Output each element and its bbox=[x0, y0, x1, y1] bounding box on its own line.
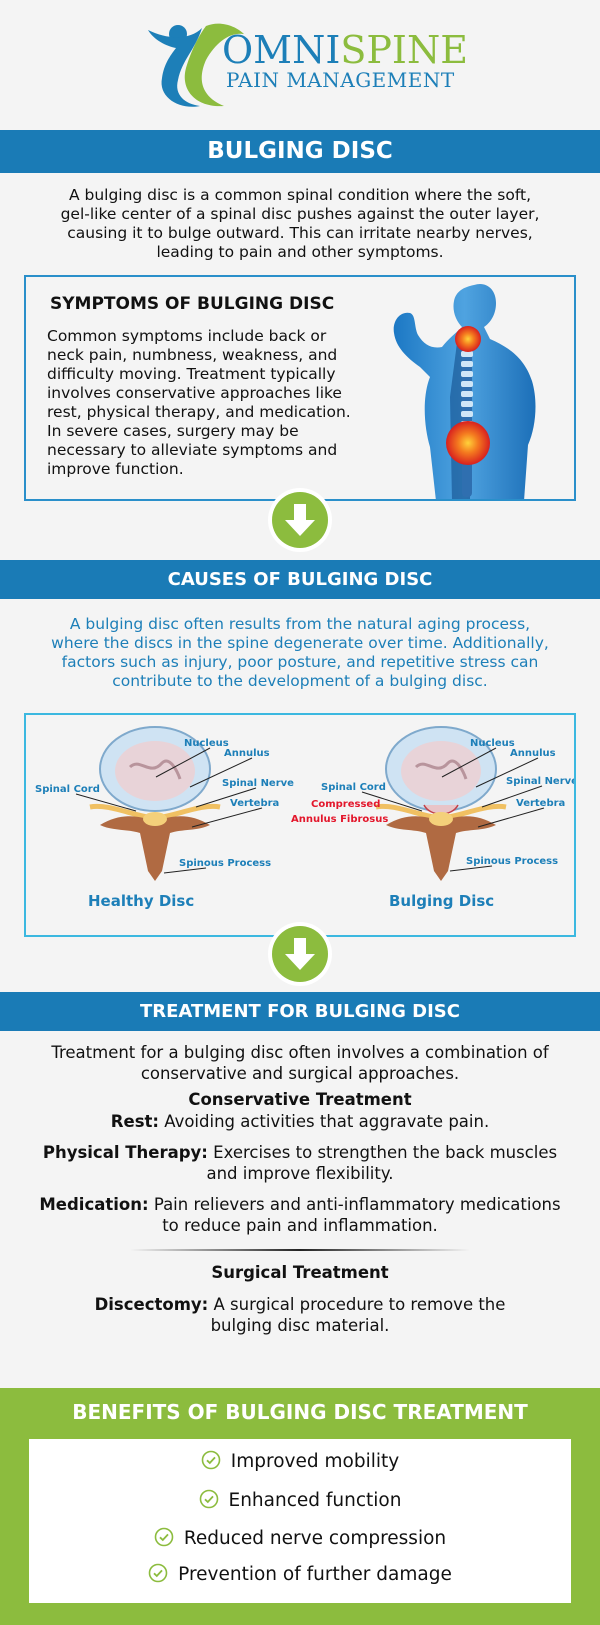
treatment-intro-line: Treatment for a bulging disc often invol… bbox=[51, 1043, 549, 1062]
benefit-item: Prevention of further damage bbox=[0, 1563, 600, 1585]
symptoms-line: necessary to alleviate symptoms and bbox=[47, 441, 338, 459]
intro-line: causing it to bulge outward. This can ir… bbox=[67, 224, 533, 242]
symptoms-line: improve function. bbox=[47, 460, 184, 478]
benefit-label: Improved mobility bbox=[230, 1451, 400, 1472]
benefits-list-panel bbox=[29, 1439, 571, 1603]
symptoms-text: Common symptoms include back or neck pai… bbox=[47, 327, 351, 479]
symptoms-line: Common symptoms include back or bbox=[47, 327, 327, 345]
benefit-label: Enhanced function bbox=[228, 1490, 402, 1511]
healthy-disc-illustration bbox=[89, 726, 221, 881]
section-title-treatment: TREATMENT FOR BULGING DISC bbox=[0, 992, 600, 1031]
benefit-item: Reduced nerve compression bbox=[0, 1527, 600, 1549]
symptoms-line: In severe cases, surgery may be bbox=[47, 422, 299, 440]
med-term: Medication: bbox=[39, 1195, 149, 1214]
benefit-label: Prevention of further damage bbox=[178, 1564, 452, 1585]
symptoms-line: neck pain, numbness, weakness, and bbox=[47, 346, 338, 364]
causes-paragraph: A bulging disc often results from the na… bbox=[0, 615, 600, 691]
bulging-disc-title: Bulging Disc bbox=[389, 892, 495, 910]
label-spinal-cord: Spinal Cord bbox=[321, 782, 386, 793]
symptoms-line: difficulty moving. Treatment typically bbox=[47, 365, 336, 383]
divider bbox=[130, 1249, 470, 1251]
bulging-disc-illustration bbox=[375, 726, 507, 881]
benefit-item: Improved mobility bbox=[0, 1450, 600, 1472]
label-nucleus: Nucleus bbox=[470, 738, 515, 749]
section-title-causes: CAUSES OF BULGING DISC bbox=[0, 560, 600, 599]
pt-text: Exercises to strengthen the back muscles bbox=[213, 1143, 558, 1162]
benefit-item: Enhanced function bbox=[0, 1489, 600, 1511]
logo-figure-icon bbox=[148, 23, 244, 107]
check-circle-icon bbox=[201, 1450, 221, 1470]
rest-text: Avoiding activities that aggravate pain. bbox=[164, 1112, 490, 1131]
pt-term: Physical Therapy: bbox=[42, 1143, 208, 1162]
arrow-down-icon bbox=[268, 488, 332, 552]
brand-logo: OMNISPINE PAIN MANAGEMENT bbox=[0, 0, 600, 130]
brand-name-part2: SPINE bbox=[340, 28, 468, 72]
benefit-label: Reduced nerve compression bbox=[183, 1528, 447, 1549]
label-annulus: Annulus bbox=[224, 748, 270, 759]
label-spinal-cord: Spinal Cord bbox=[35, 784, 100, 795]
surgical-heading: Surgical Treatment bbox=[211, 1263, 389, 1282]
pt-text: and improve flexibility. bbox=[206, 1164, 394, 1183]
treatment-rest: Rest: Avoiding activities that aggravate… bbox=[0, 1111, 600, 1132]
check-circle-icon bbox=[154, 1527, 174, 1547]
discectomy-text: bulging disc material. bbox=[210, 1316, 390, 1335]
section-title-text: CAUSES OF BULGING DISC bbox=[167, 569, 433, 590]
leader-lines bbox=[75, 747, 545, 874]
med-text: to reduce pain and inflammation. bbox=[162, 1216, 438, 1235]
check-circle-icon bbox=[199, 1489, 218, 1509]
intro-line: leading to pain and other symptoms. bbox=[156, 243, 444, 261]
intro-line: gel-like center of a spinal disc pushes … bbox=[60, 205, 540, 223]
causes-line: factors such as injury, poor posture, an… bbox=[61, 653, 539, 671]
healthy-disc-title: Healthy Disc bbox=[88, 892, 195, 910]
causes-line: contribute to the development of a bulgi… bbox=[112, 672, 488, 690]
discectomy-text: A surgical procedure to remove the bbox=[213, 1295, 506, 1314]
section-title-text: TREATMENT FOR BULGING DISC bbox=[140, 1001, 460, 1022]
benefits-section: BENEFITS OF BULGING DISC TREATMENT Impro… bbox=[0, 1388, 600, 1625]
med-text: Pain relievers and anti-inflammatory med… bbox=[153, 1195, 561, 1214]
label-annulus: Annulus bbox=[510, 748, 556, 759]
label-spinous-process: Spinous Process bbox=[466, 856, 559, 867]
section-title-text: BULGING DISC bbox=[207, 138, 393, 164]
label-spinal-nerve: Spinal Nerve bbox=[222, 778, 294, 789]
arrow-down-icon bbox=[268, 922, 332, 986]
symptoms-box: SYMPTOMS OF BULGING DISC Common symptoms… bbox=[24, 275, 576, 501]
disc-diagram-box: Nucleus Annulus Spinal Cord Spinal Nerve… bbox=[24, 713, 576, 937]
treatment-medication: Medication: Pain relievers and anti-infl… bbox=[0, 1194, 600, 1236]
conservative-heading: Conservative Treatment bbox=[188, 1090, 412, 1109]
label-spinal-nerve: Spinal Nerve bbox=[506, 776, 576, 787]
label-compressed: Compressed bbox=[311, 799, 381, 810]
section-title-bulging-disc: BULGING DISC bbox=[0, 130, 600, 173]
neck-pain-marker bbox=[455, 326, 481, 352]
treatment-discectomy: Discectomy: A surgical procedure to remo… bbox=[0, 1294, 600, 1336]
treatment-intro-line: conservative and surgical approaches. bbox=[140, 1064, 460, 1083]
causes-line: A bulging disc often results from the na… bbox=[69, 615, 531, 633]
treatment-content: Treatment for a bulging disc often invol… bbox=[0, 1042, 600, 1336]
back-pain-figure-illustration bbox=[393, 284, 536, 499]
treatment-physical-therapy: Physical Therapy: Exercises to strengthe… bbox=[0, 1142, 600, 1184]
label-spinous-process: Spinous Process bbox=[179, 858, 272, 869]
discectomy-term: Discectomy: bbox=[94, 1295, 209, 1314]
label-vertebra: Vertebra bbox=[516, 798, 566, 809]
intro-paragraph: A bulging disc is a common spinal condit… bbox=[0, 186, 600, 262]
check-circle-icon bbox=[148, 1563, 168, 1583]
label-annulus-fibrosus: Annulus Fibrosus bbox=[291, 814, 389, 825]
label-vertebra: Vertebra bbox=[230, 798, 280, 809]
symptoms-line: involves conservative approaches like bbox=[47, 384, 342, 402]
rest-term: Rest: bbox=[110, 1112, 159, 1131]
treatment-intro: Treatment for a bulging disc often invol… bbox=[0, 1042, 600, 1084]
lower-back-pain-marker bbox=[446, 421, 490, 465]
brand-tagline: PAIN MANAGEMENT bbox=[226, 68, 455, 92]
symptoms-line: rest, physical therapy, and medication. bbox=[47, 403, 351, 421]
brand-name-part1: OMNI bbox=[222, 28, 341, 72]
causes-line: where the discs in the spine degenerate … bbox=[51, 634, 549, 652]
label-nucleus: Nucleus bbox=[184, 738, 229, 749]
benefits-title: BENEFITS OF BULGING DISC TREATMENT bbox=[72, 1400, 528, 1424]
intro-line: A bulging disc is a common spinal condit… bbox=[68, 186, 532, 204]
symptoms-heading: SYMPTOMS OF BULGING DISC bbox=[50, 294, 335, 314]
